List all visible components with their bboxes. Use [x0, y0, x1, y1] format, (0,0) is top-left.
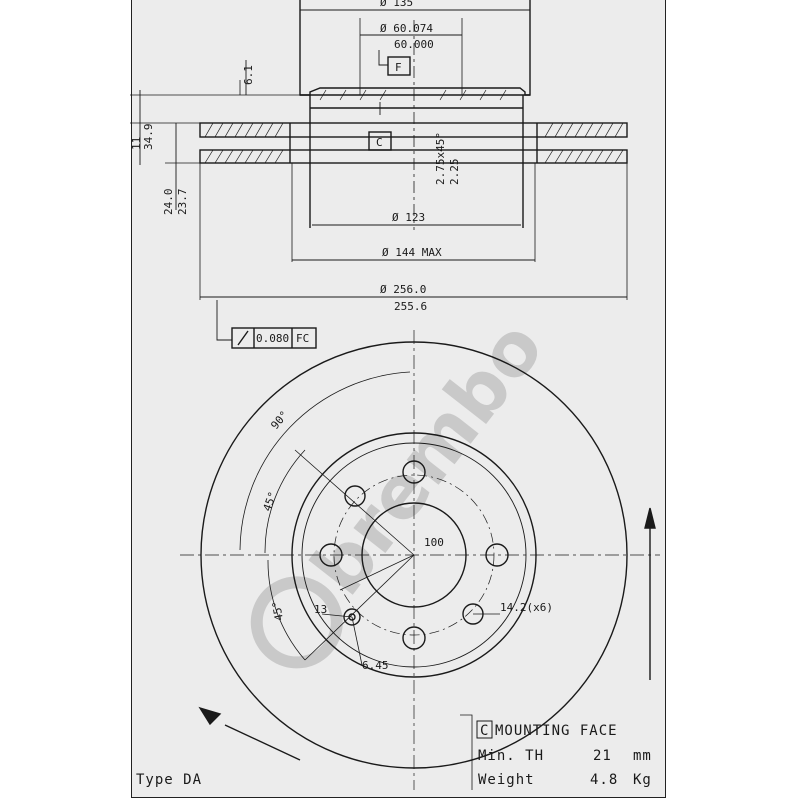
brembo-logo-icon: [250, 576, 343, 669]
mounting-face-ref-box: [476, 720, 493, 739]
runout-frame: [231, 327, 317, 349]
dim-line-height: [139, 90, 177, 210]
dim-chamfer: 2.75x45°: [434, 132, 447, 185]
bolt-hole-upper-left: [344, 485, 366, 507]
dim-angle-45-top: 45°: [261, 490, 280, 513]
friction-plate-bottom: [199, 149, 628, 164]
arrow-head-left-icon: [198, 706, 222, 726]
dim-hat-offset: 6.1: [242, 65, 255, 85]
dim-outer-min: 255.6: [394, 300, 427, 313]
dim-hole-645: 6.45: [362, 659, 389, 672]
dim-bore-max: Ø 60.074: [380, 22, 433, 35]
runout-ref: FC: [296, 332, 309, 345]
min-th-value: 21: [593, 748, 612, 764]
dim-left-total: 34.9: [142, 124, 155, 151]
arrow-head-right-icon: [644, 507, 656, 529]
locating-hole: [343, 608, 361, 626]
dim-top-dia: Ø 135: [380, 0, 413, 9]
bore-extension: [359, 18, 463, 95]
weight-value: 4.8: [590, 772, 618, 788]
datum-f-box: [387, 56, 411, 76]
weight-label: Weight: [478, 772, 535, 788]
rotation-arrow-left: [224, 724, 301, 761]
angle-arc-45-bot: [267, 559, 306, 661]
dim-bore-min: 60.000: [394, 38, 434, 51]
runout-icon: [237, 330, 249, 346]
weight-unit: Kg: [633, 772, 652, 788]
height-extensions: [130, 80, 300, 164]
datum-f-label: F: [395, 61, 402, 74]
dim-123: Ø 123: [392, 211, 425, 224]
runout-dividers: [253, 328, 293, 348]
info-block: C MOUNTING FACE Min. TH 21 mm Weight 4.8…: [460, 714, 652, 790]
leader-runout: [216, 300, 232, 341]
type-label: Type DA: [136, 772, 202, 788]
dim-thick-b: 23.7: [176, 189, 189, 216]
dim-left-small: 11: [130, 137, 143, 150]
mounting-face-label: MOUNTING FACE: [495, 723, 618, 739]
outer-dia-extension: [199, 163, 628, 300]
dim-144: Ø 144 MAX: [382, 246, 442, 259]
leader-f: [378, 50, 388, 66]
dim-angle-90: 90°: [268, 408, 291, 432]
dim-vent-depth: 2.25: [448, 159, 461, 186]
max-dia-extension: [291, 163, 536, 262]
dim-outer-max: Ø 256.0: [380, 283, 426, 296]
friction-plate-top: [199, 122, 628, 138]
dim-hole-13: 13: [314, 603, 327, 616]
dim-angle-45-bot: 45°: [270, 600, 286, 622]
dim-hole-14: 14.2(x6): [500, 601, 553, 614]
info-bracket: [460, 714, 473, 790]
angle-arc-45-top: [264, 449, 306, 554]
min-th-unit: mm: [633, 748, 652, 764]
side-section-view: [130, 0, 628, 349]
angle-arc-90: [239, 371, 411, 551]
angle-rays: [294, 449, 415, 661]
brembo-watermark: brembo: [250, 305, 560, 669]
front-view: [180, 330, 660, 790]
datum-c-box: [368, 131, 392, 151]
datum-c-label: C: [376, 136, 383, 149]
min-th-label: Min. TH: [478, 748, 544, 764]
runout-value: 0.080: [256, 332, 289, 345]
pcd-leader: [339, 554, 415, 591]
drawing-frame: [131, 0, 666, 798]
mounting-face-ref: C: [480, 723, 489, 739]
hole-leaders: [321, 613, 500, 666]
dim-thick-a: 24.0: [162, 189, 175, 216]
dim-pcd: 100: [424, 536, 444, 549]
vent-boundary: [289, 123, 538, 163]
